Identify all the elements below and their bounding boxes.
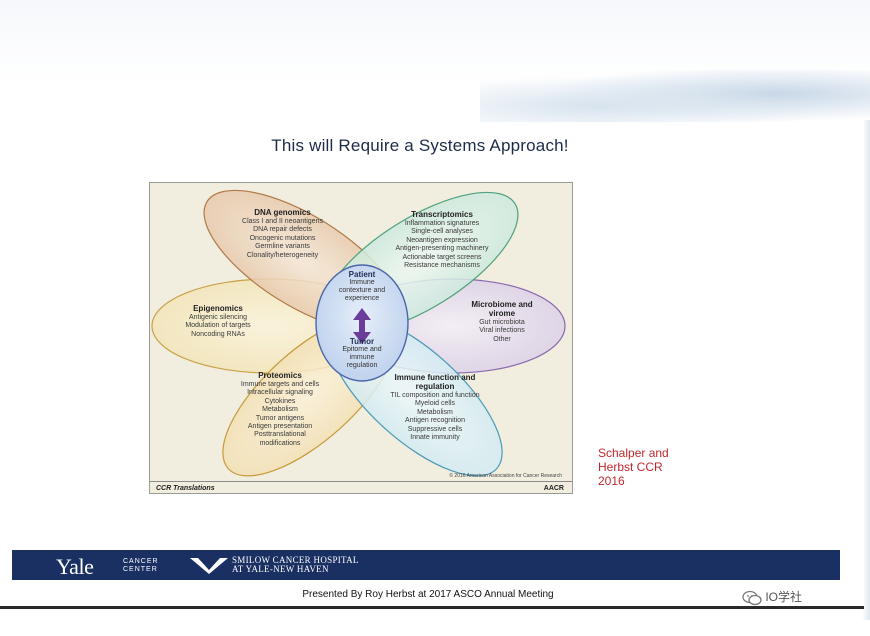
yale-wordmark: Yale xyxy=(56,554,94,579)
petal-line: Innate immunity xyxy=(410,434,460,442)
petal-line: Metabolism xyxy=(417,408,453,416)
petal-line: Antigen recognition xyxy=(405,417,465,425)
petal-line: Antigen presentation xyxy=(247,423,313,431)
yale-sub-line: CANCER xyxy=(123,558,159,565)
smilow-line: AT YALE-NEW HAVEN xyxy=(232,564,329,574)
systems-approach-figure: DNA genomics Class I and II neoantigens … xyxy=(149,182,573,494)
petal-line: Tumor antigens xyxy=(255,414,305,422)
petal-line: Viral infections xyxy=(479,327,525,335)
petal-title-dna: DNA genomics xyxy=(254,208,311,217)
petal-text-transcriptomics: Transcriptomics Inflammation signatures … xyxy=(372,210,512,270)
petal-title-microbiome: Microbiome and virome xyxy=(471,300,533,318)
slide-title: This will Require a Systems Approach! xyxy=(271,136,569,155)
center-line: experience xyxy=(344,295,380,302)
figure-footer-journal: CCR Translations xyxy=(156,485,215,492)
petal-line: Actionable target screens xyxy=(402,253,482,261)
petal-line: Class I and II neoantigens xyxy=(242,218,323,225)
petal-line: Resistance mechanisms xyxy=(404,262,480,270)
watermark-text: IO学社 xyxy=(765,590,803,604)
citation-line: Schalper and xyxy=(598,446,669,460)
petal-text-immune: Immune function and regulation TIL compo… xyxy=(370,373,500,442)
smilow-hospital-name: SMILOW CANCER HOSPITAL AT YALE-NEW HAVEN xyxy=(232,556,359,574)
petal-line: Antigen-presenting machinery xyxy=(395,245,489,253)
petal-text-epigenomics: Epigenomics Antigenic silencing Modulati… xyxy=(162,304,274,339)
center-patient-text: Patient Immune contexture and experience xyxy=(322,271,402,303)
center-title-patient: Patient xyxy=(348,270,376,279)
petal-line: Modulation of targets xyxy=(185,322,251,330)
figure-footer-aacr: AACR xyxy=(543,485,564,492)
center-title-tumor: Tumor xyxy=(349,337,375,346)
petal-line: Inflammation signatures xyxy=(404,220,480,227)
petal-diagram xyxy=(151,189,566,477)
petal-text-dna: DNA genomics Class I and II neoantigens … xyxy=(220,208,345,260)
petal-title-epigenomics: Epigenomics xyxy=(193,304,243,313)
petal-line: Antigenic silencing xyxy=(189,314,247,321)
petal-line: Germline variants xyxy=(255,243,310,251)
yale-sub-line: CENTER xyxy=(123,566,158,573)
petal-text-proteomics: Proteomics Immune targets and cells Intr… xyxy=(225,371,335,448)
petal-line: Immune targets and cells xyxy=(240,381,320,388)
petal-line: Oncogenic mutations xyxy=(249,234,316,242)
petal-line: Other xyxy=(493,335,511,343)
petal-line: Myeloid cells xyxy=(414,400,456,408)
citation-line: 2016 xyxy=(598,474,625,488)
footer-branding-bar: Yale CANCER CENTER SMILOW CANCER HOSPITA… xyxy=(12,550,840,580)
petal-line: Neoantigen expression xyxy=(406,236,478,244)
petal-line: DNA repair defects xyxy=(253,226,312,234)
yale-subtitle: CANCER CENTER xyxy=(123,558,159,574)
smilow-logo-icon xyxy=(190,558,228,574)
petal-title-proteomics: Proteomics xyxy=(258,371,302,380)
wechat-icon xyxy=(742,590,762,605)
bidirectional-arrow-icon xyxy=(353,308,371,344)
figure-copyright: © 2016 American Association for Cancer R… xyxy=(449,473,562,479)
slide-edge-shadow xyxy=(862,120,870,620)
petal-line: Gut microbiota xyxy=(479,319,525,326)
petal-title-immune: Immune function and regulation xyxy=(394,373,476,391)
citation: Schalper and Herbst CCR 2016 xyxy=(598,446,669,488)
watermark: IO学社 xyxy=(742,588,802,606)
bottom-rule xyxy=(0,606,864,609)
center-line: regulation xyxy=(346,362,378,369)
yale-cancer-center-logo: Yale CANCER CENTER xyxy=(56,554,158,580)
petal-line: Noncoding RNAs xyxy=(191,330,245,338)
center-line: immune xyxy=(349,354,375,361)
center-tumor-text: Tumor Epitome and immune regulation xyxy=(322,338,402,370)
petal-line: Single-cell analyses xyxy=(411,228,473,236)
center-line: contexture and xyxy=(338,287,386,294)
citation-line: Herbst CCR xyxy=(598,460,663,474)
presented-by-caption: Presented By Roy Herbst at 2017 ASCO Ann… xyxy=(302,589,554,600)
figure-footer: CCR Translations AACR xyxy=(150,481,572,493)
petal-line: modifications xyxy=(259,439,301,447)
center-line: Epitome and xyxy=(342,346,382,353)
petal-line: Clonality/heterogeneity xyxy=(246,251,319,259)
petal-line: Intracellular signaling xyxy=(247,389,313,397)
petal-line: Suppressive cells xyxy=(407,425,463,433)
smilow-line: SMILOW CANCER HOSPITAL xyxy=(232,555,359,565)
cloud-decoration xyxy=(480,70,870,130)
petal-line: TIL composition and function xyxy=(390,392,480,399)
petal-text-microbiome: Microbiome and virome Gut microbiota Vir… xyxy=(458,300,546,344)
petal-line: Posttranslational xyxy=(254,431,306,439)
petal-title-transcriptomics: Transcriptomics xyxy=(411,210,473,219)
petal-line: Metabolism xyxy=(262,406,298,414)
center-line: Immune xyxy=(349,279,375,286)
petal-line: Cytokines xyxy=(264,397,296,405)
